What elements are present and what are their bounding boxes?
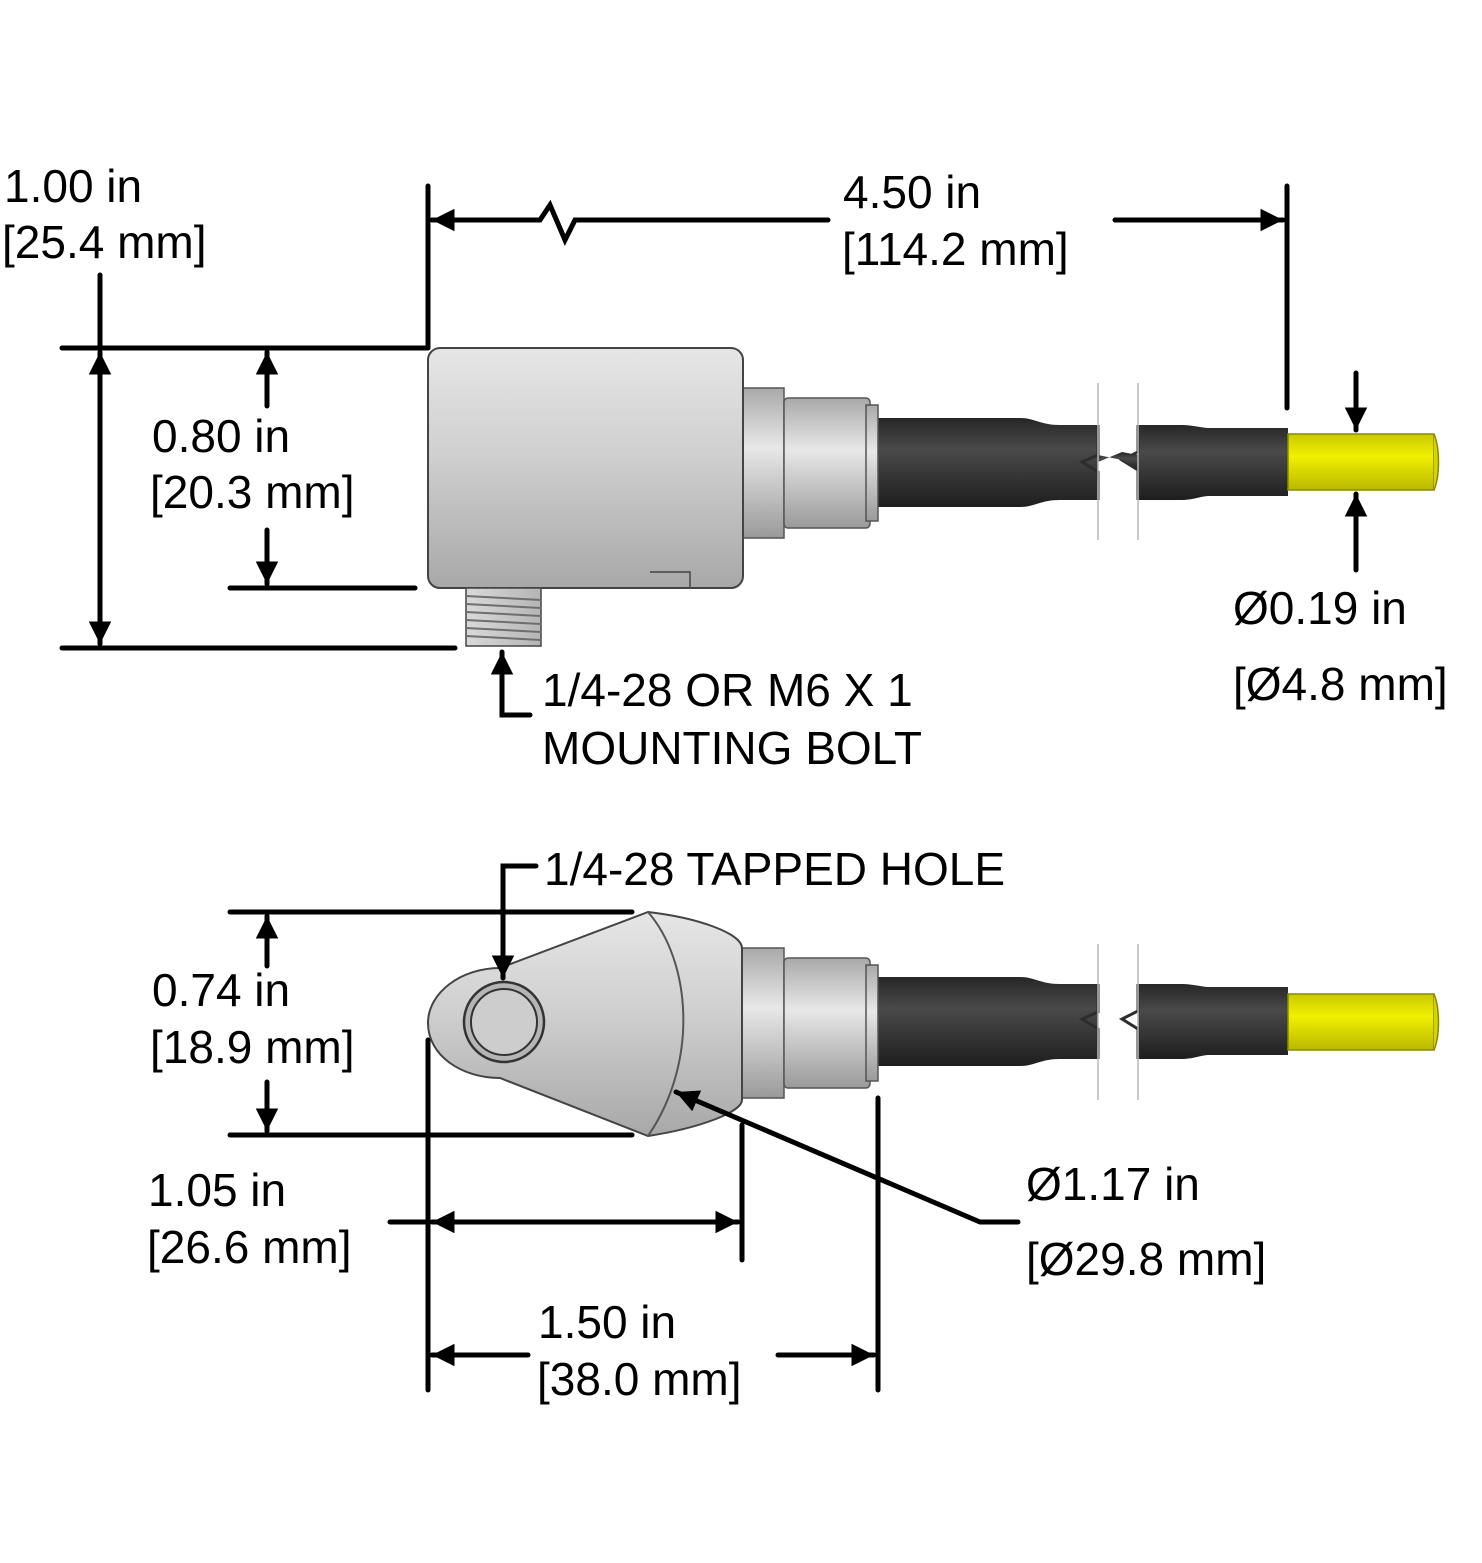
body-height-mm: [20.3 mm] <box>150 466 355 518</box>
side-yellow-jacket <box>1287 433 1435 491</box>
body-height-in: 0.80 in <box>152 410 290 462</box>
side-cable-tail <box>1138 425 1288 500</box>
cable-diameter-mm: [Ø4.8 mm] <box>1233 658 1448 710</box>
overall-height-in: 1.00 in <box>4 160 142 212</box>
top-connector <box>739 947 879 1099</box>
overall-length-in: 1.50 in <box>538 1296 676 1348</box>
side-view: 1.00 in [25.4 mm] 0.80 in [20.3 mm] 4.50… <box>2 160 1448 774</box>
body-diameter-mm: [Ø29.8 mm] <box>1026 1233 1266 1285</box>
body-diameter-in: Ø1.17 in <box>1026 1158 1200 1210</box>
top-view: 1/4-28 TAPPED HOLE 0.74 in [18.9 mm] 1.0… <box>147 843 1440 1405</box>
hole-to-body-in: 1.05 in <box>148 1164 286 1216</box>
overall-height-mm: [25.4 mm] <box>2 216 207 268</box>
body-width-mm: [18.9 mm] <box>150 1021 355 1073</box>
side-sensor-body <box>427 347 744 589</box>
cable-length-in: 4.50 in <box>843 166 981 218</box>
tapped-hole-label: 1/4-28 TAPPED HOLE <box>544 843 1005 895</box>
top-cable <box>878 944 1440 1100</box>
body-width-in: 0.74 in <box>152 964 290 1016</box>
bolt-label-line1: 1/4-28 OR M6 X 1 <box>542 664 913 716</box>
cable-length-mm: [114.2 mm] <box>842 223 1069 275</box>
hole-to-body-mm: [26.6 mm] <box>147 1221 352 1273</box>
side-mounting-bolt <box>465 587 542 647</box>
side-cable-strain-relief <box>878 418 1098 507</box>
side-cable <box>878 383 1440 540</box>
overall-length-mm: [38.0 mm] <box>537 1353 742 1405</box>
cable-diameter-in: Ø0.19 in <box>1233 582 1407 634</box>
bolt-label-line2: MOUNTING BOLT <box>542 722 922 774</box>
side-cable-break-gap-fill <box>1098 452 1138 470</box>
side-connector <box>739 387 879 539</box>
